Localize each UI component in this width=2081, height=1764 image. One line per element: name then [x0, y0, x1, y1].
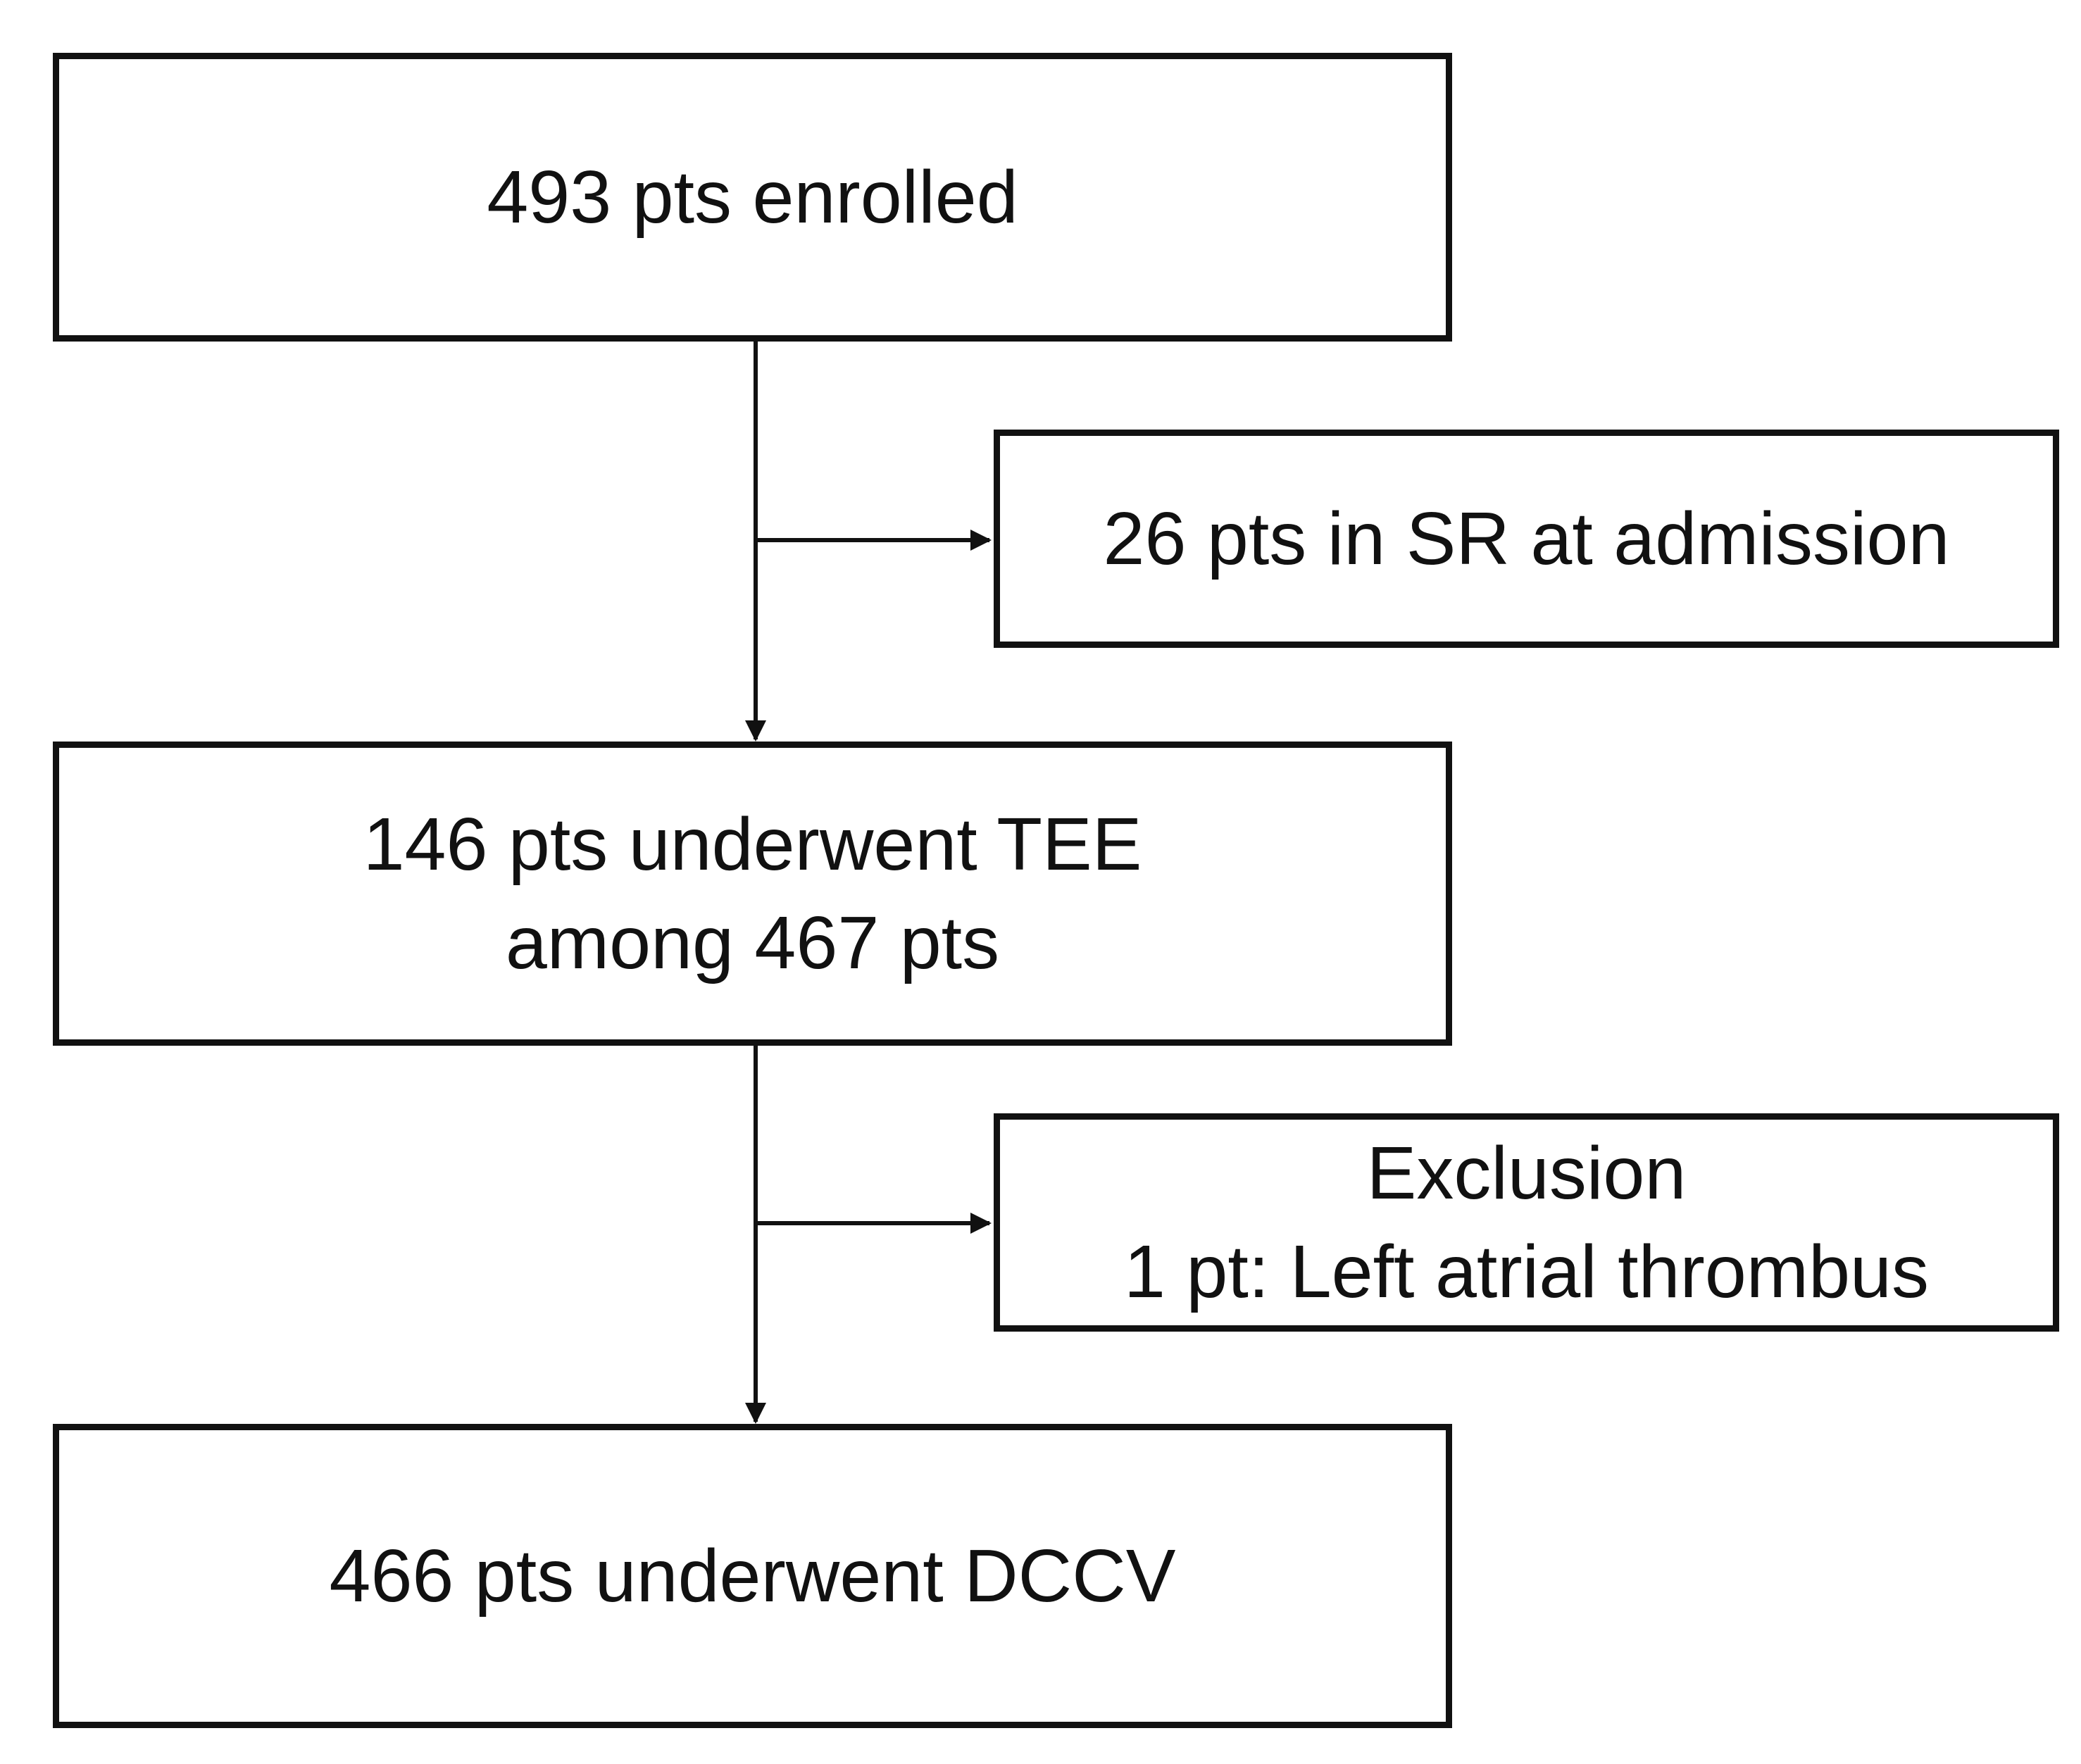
exclusion-title: Exclusion — [1366, 1132, 1687, 1215]
sr-admission-box: 26 pts in SR at admission — [994, 430, 2059, 648]
sr-admission-label: 26 pts in SR at admission — [1103, 497, 1950, 580]
enrolled-label: 493 pts enrolled — [487, 156, 1018, 239]
exclusion-box: Exclusion 1 pt: Left atrial thrombus — [994, 1113, 2059, 1332]
tee-label-line2: among 467 pts — [505, 901, 1000, 984]
tee-label-line1: 146 pts underwent TEE — [363, 803, 1142, 886]
dccv-label: 466 pts underwent DCCV — [329, 1534, 1176, 1618]
enrolled-box: 493 pts enrolled — [53, 53, 1452, 342]
dccv-box: 466 pts underwent DCCV — [53, 1424, 1452, 1728]
tee-box: 146 pts underwent TEE among 467 pts — [53, 742, 1452, 1046]
exclusion-detail: 1 pt: Left atrial thrombus — [1123, 1230, 1930, 1313]
